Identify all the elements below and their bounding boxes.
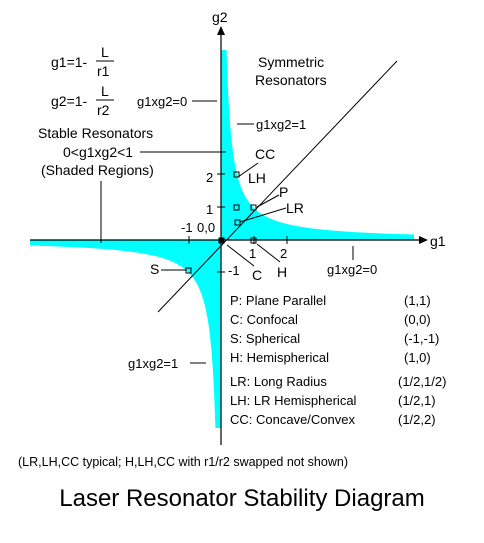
svg-text:g1=1-: g1=1- bbox=[51, 54, 88, 70]
stable-label-line2: 0<g1xg2<1 bbox=[63, 144, 133, 160]
symmetric-label-line2: Resonators bbox=[255, 72, 327, 88]
stable-label-line1: Stable Resonators bbox=[38, 125, 153, 141]
point-markers bbox=[185, 171, 257, 274]
svg-text:g2=1-: g2=1- bbox=[51, 93, 88, 109]
legend-name-c: C: Confocal bbox=[230, 312, 298, 327]
g2-axis-label: g2 bbox=[212, 9, 228, 25]
tick-label-x-neg1: -1 bbox=[181, 220, 193, 235]
c-pointer bbox=[226, 244, 255, 267]
marker-c bbox=[218, 237, 225, 244]
tick-label-y-1: 1 bbox=[206, 202, 213, 217]
footnote: (LR,LH,CC typical; H,LH,CC with r1/r2 sw… bbox=[18, 455, 348, 469]
legend-name-h: H: Hemispherical bbox=[230, 350, 329, 365]
legend-coords-p: (1,1) bbox=[404, 293, 431, 308]
point-label-s: S bbox=[150, 261, 159, 277]
marker-lh bbox=[233, 204, 240, 211]
h-pointer bbox=[256, 243, 281, 263]
marker-s bbox=[185, 267, 192, 274]
point-label-h: H bbox=[277, 264, 287, 280]
point-label-c: C bbox=[252, 267, 262, 283]
marker-lr bbox=[234, 219, 241, 226]
diagram-title: Laser Resonator Stability Diagram bbox=[59, 485, 425, 512]
point-label-lh: LH bbox=[248, 170, 266, 186]
g1xg2-1-top-label: g1xg2=1 bbox=[256, 117, 306, 132]
svg-text:r2: r2 bbox=[97, 102, 110, 118]
legend-coords-c: (0,0) bbox=[404, 312, 431, 327]
cc-pointer bbox=[237, 162, 259, 178]
legend-name-lr: LR: Long Radius bbox=[230, 374, 327, 389]
legend-name-s: S: Spherical bbox=[230, 331, 300, 346]
tick-label-origin: 0,0 bbox=[197, 220, 215, 235]
g2-axis-arrow bbox=[217, 26, 225, 35]
point-label-p: P bbox=[279, 184, 288, 200]
svg-text:L: L bbox=[101, 83, 109, 99]
g2-formula: g2=1- L r2 bbox=[51, 83, 114, 118]
tick-label-x-1: 1 bbox=[249, 246, 256, 261]
g1-axis-label: g1 bbox=[430, 233, 446, 249]
tick-label-y-2: 2 bbox=[206, 170, 213, 185]
g1xg2-1-bottom-label: g1xg2=1 bbox=[128, 356, 178, 371]
tick-label-y-neg1: -1 bbox=[228, 263, 240, 278]
g1xg2-0-top-label: g1xg2=0 bbox=[137, 94, 187, 109]
marker-h bbox=[250, 237, 257, 244]
marker-p bbox=[250, 204, 257, 211]
legend: P: Plane Parallel (1,1) C: Confocal (0,0… bbox=[230, 293, 446, 427]
legend-coords-cc: (1/2,2) bbox=[398, 412, 436, 427]
legend-name-cc: CC: Concave/Convex bbox=[230, 412, 355, 427]
svg-text:r1: r1 bbox=[97, 63, 110, 79]
g1-formula: g1=1- L r1 bbox=[51, 44, 114, 79]
point-label-cc: CC bbox=[255, 146, 275, 162]
stable-label-line3: (Shaded Regions) bbox=[41, 162, 154, 178]
tick-label-x-2: 2 bbox=[280, 246, 287, 261]
stable-region-third-quadrant bbox=[30, 240, 221, 428]
p-pointer bbox=[256, 194, 280, 208]
lr-pointer bbox=[239, 207, 287, 223]
marker-cc bbox=[233, 171, 240, 178]
legend-name-p: P: Plane Parallel bbox=[230, 293, 326, 308]
legend-coords-s: (-1,-1) bbox=[404, 331, 439, 346]
legend-coords-h: (1,0) bbox=[404, 350, 431, 365]
svg-text:L: L bbox=[101, 44, 109, 60]
g1-axis-arrow bbox=[419, 236, 428, 244]
legend-coords-lr: (1/2,1/2) bbox=[398, 374, 446, 389]
legend-name-lh: LH: LR Hemispherical bbox=[230, 393, 357, 408]
g1xg2-0-right-label: g1xg2=0 bbox=[327, 262, 377, 277]
point-label-lr: LR bbox=[286, 200, 304, 216]
symmetric-label-line1: Symmetric bbox=[258, 54, 324, 70]
symmetric-line bbox=[157, 60, 398, 313]
legend-coords-lh: (1/2,1) bbox=[398, 393, 436, 408]
